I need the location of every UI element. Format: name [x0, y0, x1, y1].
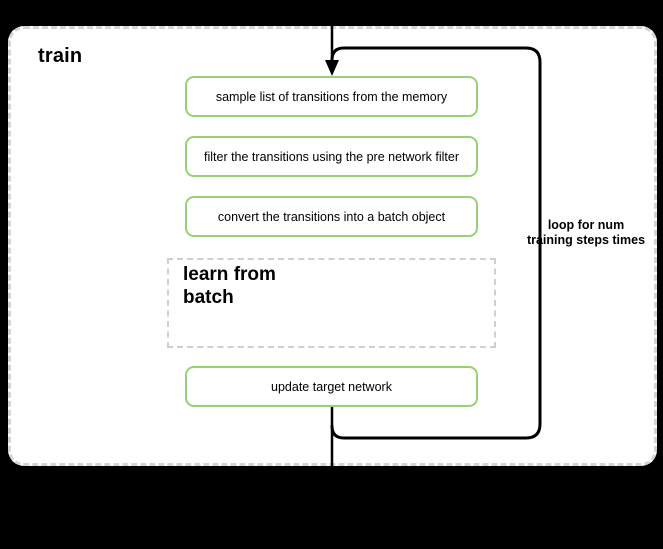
subprocess-learn-from-batch: learn from batch	[167, 258, 496, 348]
step-convert-to-batch: convert the transitions into a batch obj…	[185, 196, 478, 237]
loop-annotation: loop for num training steps times	[526, 218, 646, 247]
group-title: train	[38, 45, 83, 67]
subprocess-label: learn from batch	[183, 264, 276, 308]
step-filter-transitions: filter the transitions using the pre net…	[185, 136, 478, 177]
step-sample-transitions: sample list of transitions from the memo…	[185, 76, 478, 117]
step-update-target-network: update target network	[185, 366, 478, 407]
